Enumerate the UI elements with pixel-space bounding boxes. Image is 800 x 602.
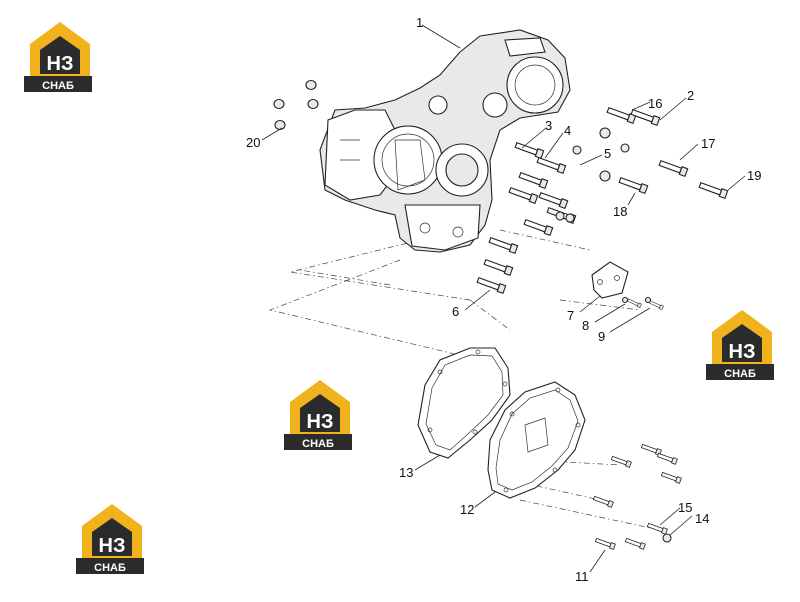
gear-housing bbox=[319, 29, 571, 253]
callout-3: 3 bbox=[545, 118, 552, 133]
callout-1: 1 bbox=[416, 15, 423, 30]
callout-15: 15 bbox=[678, 500, 692, 515]
logo-right: НЗ СНАБ bbox=[706, 310, 774, 380]
logo-center: НЗ СНАБ bbox=[284, 380, 352, 450]
bolts-group bbox=[476, 105, 729, 294]
callout-2: 2 bbox=[687, 88, 694, 103]
leader-lines bbox=[261, 24, 746, 573]
callout-12: 12 bbox=[460, 502, 474, 517]
callout-9: 9 bbox=[598, 329, 605, 344]
callout-11: 11 bbox=[575, 569, 589, 584]
cover-plate-part-7 bbox=[591, 261, 664, 311]
callout-17: 17 bbox=[701, 136, 715, 151]
callout-8: 8 bbox=[582, 318, 589, 333]
cover-bolts bbox=[592, 442, 682, 550]
svg-text:НЗ: НЗ bbox=[99, 535, 126, 557]
callout-18: 18 bbox=[613, 204, 627, 219]
callout-5: 5 bbox=[604, 146, 611, 161]
svg-text:НЗ: НЗ bbox=[47, 53, 74, 75]
callout-6: 6 bbox=[452, 304, 459, 319]
svg-text:СНАБ: СНАБ bbox=[42, 80, 74, 92]
callout-13: 13 bbox=[399, 465, 413, 480]
nuts-part-20 bbox=[273, 79, 319, 131]
gasket-part-13 bbox=[417, 347, 511, 459]
callout-labels: 1 2 3 4 5 6 7 8 9 11 12 13 14 15 16 17 1… bbox=[246, 15, 761, 584]
svg-text:НЗ: НЗ bbox=[307, 411, 334, 433]
logo-bottom-left: НЗ СНАБ bbox=[76, 504, 144, 574]
front-cover-part-12 bbox=[487, 381, 586, 499]
callout-7: 7 bbox=[567, 308, 574, 323]
svg-text:СНАБ: СНАБ bbox=[94, 562, 126, 574]
svg-text:СНАБ: СНАБ bbox=[724, 368, 756, 380]
callout-16: 16 bbox=[648, 96, 662, 111]
callout-14: 14 bbox=[695, 511, 709, 526]
callout-4: 4 bbox=[564, 123, 571, 138]
svg-text:СНАБ: СНАБ bbox=[302, 438, 334, 450]
callout-19: 19 bbox=[747, 168, 761, 183]
svg-text:НЗ: НЗ bbox=[729, 341, 756, 363]
logo-top-left: НЗ СНАБ bbox=[24, 22, 92, 92]
callout-20: 20 bbox=[246, 135, 260, 150]
